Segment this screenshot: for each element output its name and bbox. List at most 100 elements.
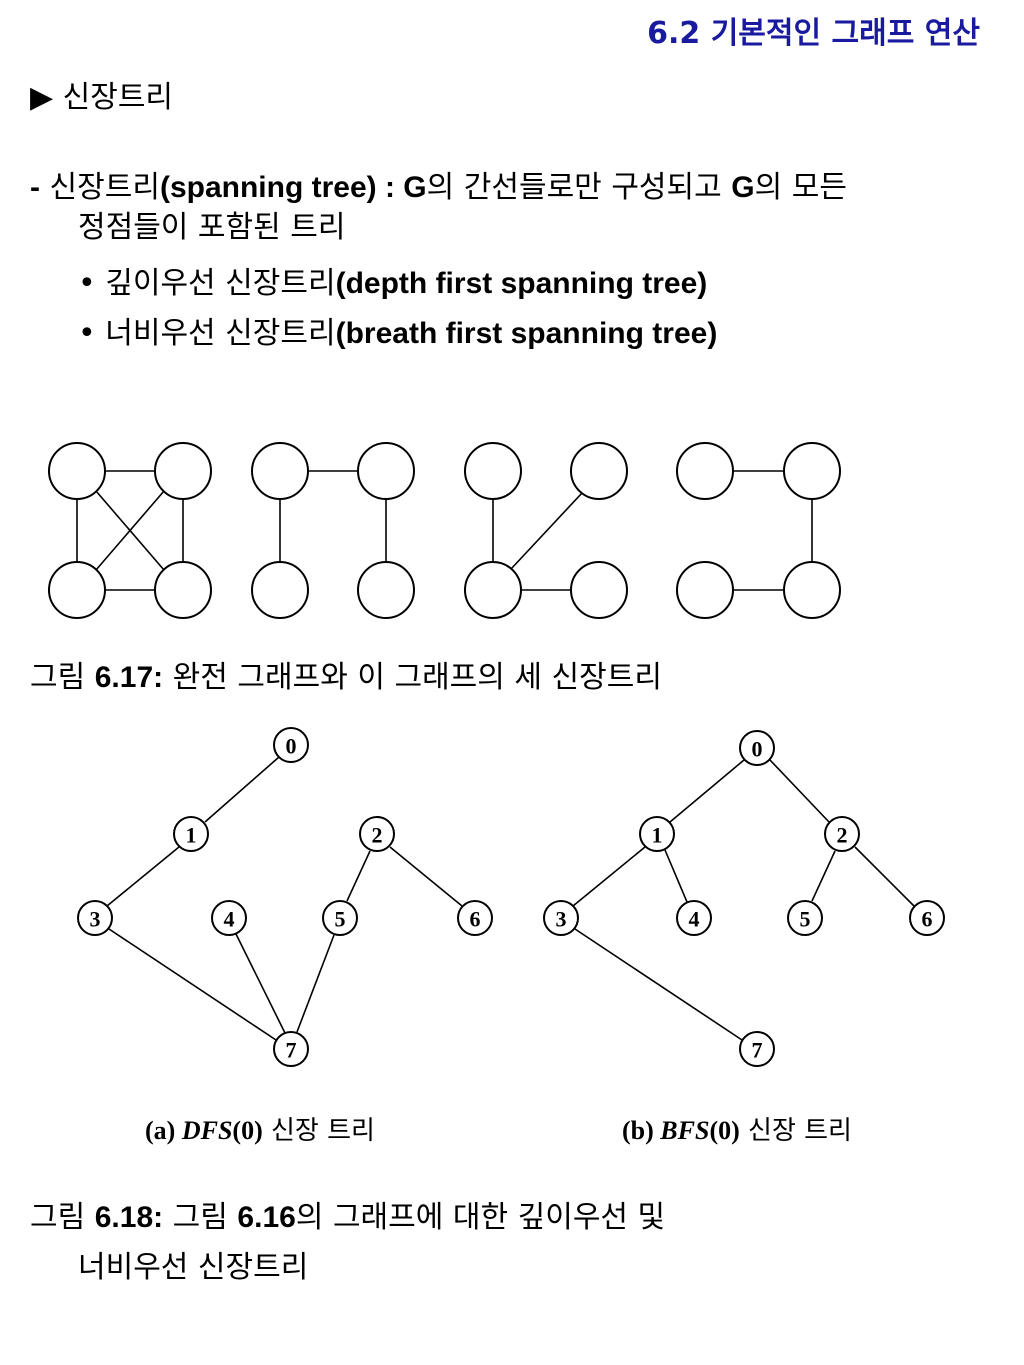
label-arg: (0): [232, 1116, 263, 1145]
figure-6-18-caption-line-2: 너비우선 신장트리: [78, 1250, 309, 1285]
label-text: 신장 트리: [739, 1116, 852, 1146]
bullet-marker: •: [78, 316, 96, 351]
caption-ref: 6.16: [237, 1201, 296, 1234]
svg-text:4: 4: [689, 907, 700, 932]
graph-node: [464, 561, 522, 619]
caption-text: 완전 그래프와 이 그래프의 세 신장트리: [163, 660, 662, 695]
edge: [854, 846, 915, 907]
section-header: 6.2 기본적인 그래프 연산: [647, 16, 980, 51]
definition-term: 신장트리: [49, 170, 160, 205]
tree-node: 2: [824, 816, 860, 852]
bullet-ko: 너비우선 신장트리: [105, 316, 336, 351]
caption-number: 6.18:: [94, 1201, 164, 1234]
graph-node: [154, 561, 212, 619]
svg-text:3: 3: [556, 907, 567, 932]
label-prefix: (b): [622, 1116, 661, 1145]
svg-text:0: 0: [286, 734, 297, 759]
edge: [389, 846, 463, 907]
graph-node: [251, 561, 309, 619]
tree-node: 0: [273, 727, 309, 763]
dfs-label: (a) DFS(0) 신장 트리: [145, 1110, 375, 1147]
label-text: 신장 트리: [262, 1116, 375, 1146]
graph-node: [357, 561, 415, 619]
tree-node: 7: [273, 1031, 309, 1067]
svg-text:5: 5: [800, 907, 811, 932]
definition-text-2: 의 모든: [754, 170, 847, 205]
edge: [235, 933, 286, 1034]
svg-text:6: 6: [922, 907, 933, 932]
edge: [574, 928, 743, 1041]
graph-node: [251, 442, 309, 500]
label-prefix: (a): [145, 1116, 182, 1145]
definition-dash: -: [30, 171, 40, 204]
spanning-tree-1: [251, 442, 415, 619]
graph-node: [357, 442, 415, 500]
tree-node: 4: [211, 900, 247, 936]
bullet-marker: •: [78, 266, 96, 301]
edge: [664, 849, 688, 903]
bfs-label: (b) BFS(0) 신장 트리: [622, 1110, 852, 1147]
edge: [95, 490, 165, 571]
graph-node: [676, 442, 734, 500]
bullet-en: (breath first spanning tree): [335, 317, 718, 350]
definition-g: G: [731, 171, 755, 204]
figure-6-17-caption: 그림 6.17: 완전 그래프와 이 그래프의 세 신장트리: [30, 652, 662, 696]
tree-node: 4: [676, 900, 712, 936]
edge: [669, 759, 745, 823]
graph-node: [570, 561, 628, 619]
svg-text:3: 3: [90, 907, 101, 932]
svg-text:2: 2: [372, 823, 383, 848]
definition-text-1: 의 간선들로만 구성되고: [426, 170, 732, 205]
spanning-tree-3: [676, 442, 841, 619]
graph-node: [570, 442, 628, 500]
edge: [106, 846, 180, 907]
topic-title: 신장트리: [62, 80, 174, 115]
tree-node: 5: [787, 900, 823, 936]
svg-text:0: 0: [752, 737, 763, 762]
tree-node: 3: [543, 900, 579, 936]
figure-6-18-caption: 그림 6.18: 그림 6.16의 그래프에 대한 깊이우선 및: [30, 1192, 665, 1236]
svg-text:2: 2: [837, 823, 848, 848]
tree-node: 5: [322, 900, 358, 936]
bullet-breadth-first: • 너비우선 신장트리(breath first spanning tree): [78, 308, 717, 352]
definition-line-2: 정점들이 포함된 트리: [78, 210, 346, 245]
triangle-marker-icon: ▶: [30, 80, 54, 115]
bfs-tree: 0 1 2 3 4 5 6 7: [543, 730, 945, 1067]
definition-term-en: (spanning tree) : G: [159, 171, 427, 204]
label-arg: (0): [709, 1116, 740, 1145]
caption-number: 6.17:: [94, 661, 164, 694]
label-name: BFS: [660, 1116, 710, 1145]
graph-node: [48, 561, 106, 619]
edge: [510, 492, 583, 570]
tree-node: 1: [639, 816, 675, 852]
graph-node: [676, 561, 734, 619]
graph-node: [154, 442, 212, 500]
svg-text:5: 5: [335, 907, 346, 932]
edge: [296, 934, 335, 1033]
svg-text:7: 7: [286, 1038, 297, 1063]
topic-heading: ▶ 신장트리: [30, 72, 173, 116]
svg-text:7: 7: [752, 1038, 763, 1063]
graph-node: [783, 561, 841, 619]
edge: [572, 846, 646, 907]
graph-node: [783, 442, 841, 500]
edge: [811, 850, 836, 902]
definition-line-1: - 신장트리(spanning tree) : G의 간선들로만 구성되고 G의…: [30, 168, 847, 208]
dfs-tree: 0 1 2 3 4 5 6 7: [77, 727, 493, 1067]
tree-node: 1: [173, 816, 209, 852]
svg-text:1: 1: [652, 823, 663, 848]
svg-text:1: 1: [186, 823, 197, 848]
graph-node: [48, 442, 106, 500]
caption-text: 의 그래프에 대한 깊이우선 및: [295, 1200, 666, 1235]
edge: [346, 850, 371, 902]
label-name: DFS: [181, 1116, 233, 1145]
caption-mid: 그림: [163, 1200, 238, 1235]
edge: [108, 928, 277, 1041]
caption-prefix: 그림: [30, 660, 95, 695]
spanning-tree-2: [464, 442, 628, 619]
tree-node: 7: [739, 1031, 775, 1067]
svg-text:6: 6: [470, 907, 481, 932]
caption-prefix: 그림: [30, 1200, 95, 1235]
edge: [204, 756, 280, 823]
